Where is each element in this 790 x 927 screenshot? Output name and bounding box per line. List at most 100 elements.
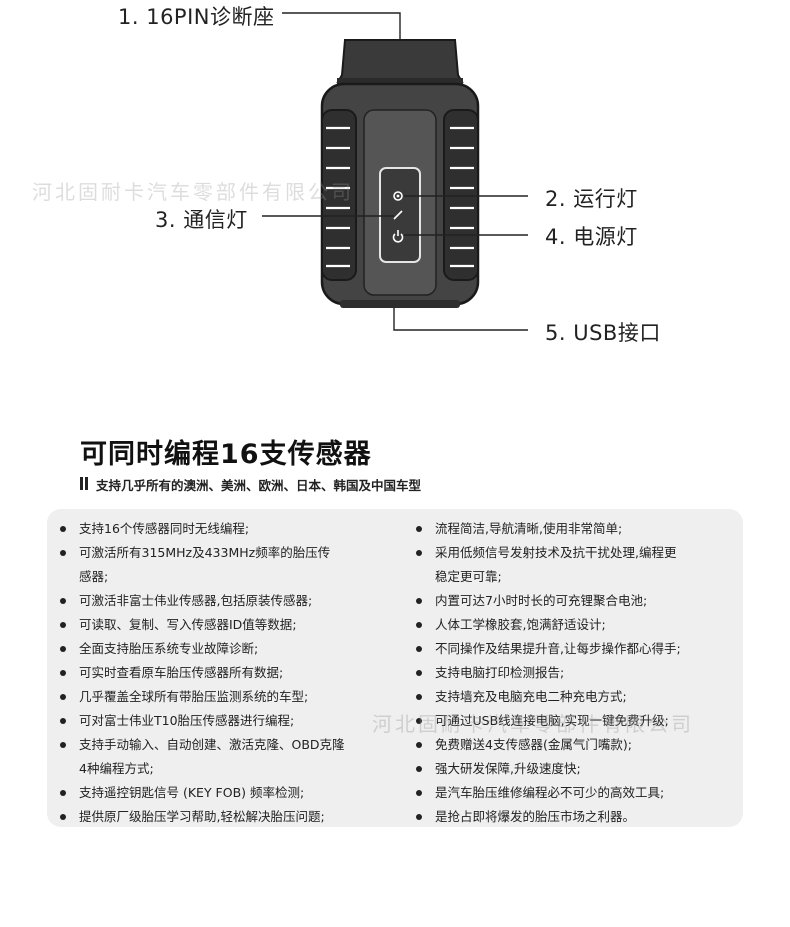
bullet-icon xyxy=(60,790,66,796)
feature-column-right: 流程简洁,导航清晰,使用非常简单; 采用低频信号发射技术及抗干扰处理,编程更稳定更… xyxy=(413,517,735,829)
watermark: 河北固耐卡汽车零部件有限公司 xyxy=(32,180,354,204)
subtitle-marker xyxy=(80,477,83,490)
feature-item: 全面支持胎压系统专业故障诊断; xyxy=(57,637,387,661)
feature-item: 支持手动输入、自动创建、激活克隆、OBD克隆 4种编程方式; xyxy=(57,733,387,781)
feature-item: 免费赠送4支传感器(金属气门嘴款); xyxy=(413,733,735,757)
feature-item: 可读取、复制、写入传感器ID值等数据; xyxy=(57,613,387,637)
bullet-icon xyxy=(60,598,66,604)
feature-item: 是抢占即将爆发的胎压市场之利器。 xyxy=(413,805,735,829)
bullet-icon xyxy=(416,526,422,532)
feature-text-line: 是汽车胎压维修编程必不可少的高效工具; xyxy=(435,785,665,800)
bullet-icon xyxy=(416,814,422,820)
feature-text-line: 免费赠送4支传感器(金属气门嘴款); xyxy=(435,737,632,752)
feature-item: 可实时查看原车胎压传感器所有数据; xyxy=(57,661,387,685)
bullet-icon xyxy=(416,718,422,724)
callout-run-led: 2. 运行灯 xyxy=(545,187,638,211)
feature-text-line: 感器; xyxy=(79,569,109,584)
feature-item: 支持16个传感器同时无线编程; xyxy=(57,517,387,541)
obd-device-illustration xyxy=(262,12,528,331)
bullet-icon xyxy=(60,622,66,628)
feature-text-line: 可读取、复制、写入传感器ID值等数据; xyxy=(79,617,297,632)
feature-text-line: 可通过USB线连接电脑,实现一键免费升级; xyxy=(435,713,669,728)
feature-text-line: 稳定更可靠; xyxy=(435,569,502,584)
feature-text-line: 支持墙充及电脑充电二种充电方式; xyxy=(435,689,627,704)
bullet-icon xyxy=(416,598,422,604)
bullet-icon xyxy=(416,694,422,700)
obd-connector-head xyxy=(336,39,464,83)
feature-item: 是汽车胎压维修编程必不可少的高效工具; xyxy=(413,781,735,805)
bullet-icon xyxy=(60,670,66,676)
feature-item: 内置可达7小时时长的可充锂聚合电池; xyxy=(413,589,735,613)
feature-text-line: 采用低频信号发射技术及抗干扰处理,编程更 xyxy=(435,545,677,560)
bullet-icon xyxy=(416,790,422,796)
bullet-icon xyxy=(416,622,422,628)
feature-list-panel: 支持16个传感器同时无线编程; 可激活所有315MHz及433MHz频率的胎压传感… xyxy=(47,509,743,827)
feature-text-line: 强大研发保障,升级速度快; xyxy=(435,761,581,776)
callout-comm-led: 3. 通信灯 xyxy=(155,208,248,232)
bullet-icon xyxy=(416,550,422,556)
left-grip-ridges xyxy=(326,126,350,268)
feature-item: 支持电脑打印检测报告; xyxy=(413,661,735,685)
bullet-icon xyxy=(416,646,422,652)
usb-ledge xyxy=(340,300,460,308)
feature-item: 可激活非富士伟业传感器,包括原装传感器; xyxy=(57,589,387,613)
bullet-icon xyxy=(416,742,422,748)
run-led-icon xyxy=(393,191,403,201)
feature-text-line: 不同操作及结果提升音,让每步操作都心得手; xyxy=(435,641,681,656)
led-window xyxy=(379,167,421,263)
feature-item: 强大研发保障,升级速度快; xyxy=(413,757,735,781)
right-grip xyxy=(443,109,479,281)
right-grip-ridges xyxy=(450,126,474,268)
feature-text-line: 人体工学橡胶套,饱满舒适设计; xyxy=(435,617,606,632)
left-grip xyxy=(321,109,357,281)
bullet-icon xyxy=(60,742,66,748)
feature-text-line: 是抢占即将爆发的胎压市场之利器。 xyxy=(435,809,636,824)
subtitle-marker xyxy=(85,477,88,490)
feature-text-line: 4种编程方式; xyxy=(79,761,154,776)
callout-power-led: 4. 电源灯 xyxy=(545,225,638,249)
callout-obd-port: 1. 16PIN诊断座 xyxy=(118,5,275,29)
bullet-icon xyxy=(60,526,66,532)
feature-text-line: 可激活非富士伟业传感器,包括原装传感器; xyxy=(79,593,313,608)
bullet-icon xyxy=(60,814,66,820)
watermark: 河北固耐卡汽车零部件有限公司 xyxy=(372,712,694,736)
feature-item: 提供原厂级胎压学习帮助,轻松解决胎压问题; xyxy=(57,805,387,829)
section-subtitle: 支持几乎所有的澳洲、美洲、欧洲、日本、韩国及中国车型 xyxy=(96,478,422,493)
feature-item: 可对富士伟业T10胎压传感器进行编程; xyxy=(57,709,387,733)
leader-line-5 xyxy=(393,308,528,331)
feature-column-left: 支持16个传感器同时无线编程; 可激活所有315MHz及433MHz频率的胎压传感… xyxy=(57,517,387,829)
bullet-icon xyxy=(60,718,66,724)
feature-text-line: 支持遥控钥匙信号 (KEY FOB) 频率检测; xyxy=(79,785,305,800)
feature-text-line: 支持16个传感器同时无线编程; xyxy=(79,521,250,536)
feature-text-line: 可激活所有315MHz及433MHz频率的胎压传 xyxy=(79,545,331,560)
feature-item: 人体工学橡胶套,饱满舒适设计; xyxy=(413,613,735,637)
feature-item: 可通过USB线连接电脑,实现一键免费升级; xyxy=(413,709,735,733)
feature-item: 支持墙充及电脑充电二种充电方式; xyxy=(413,685,735,709)
feature-item: 可激活所有315MHz及433MHz频率的胎压传感器; xyxy=(57,541,387,589)
feature-text-line: 支持电脑打印检测报告; xyxy=(435,665,565,680)
device-diagram: 河北固耐卡汽车零部件有限公司 1. 16PIN诊断座 2. 运行灯 3. 通信灯… xyxy=(0,0,790,370)
feature-item: 采用低频信号发射技术及抗干扰处理,编程更稳定更可靠; xyxy=(413,541,735,589)
bullet-icon xyxy=(60,550,66,556)
feature-item: 不同操作及结果提升音,让每步操作都心得手; xyxy=(413,637,735,661)
feature-text-line: 几乎覆盖全球所有带胎压监测系统的车型; xyxy=(79,689,309,704)
section-title: 可同时编程16支传感器 xyxy=(80,439,372,470)
feature-item: 流程简洁,导航清晰,使用非常简单; xyxy=(413,517,735,541)
feature-text-line: 全面支持胎压系统专业故障诊断; xyxy=(79,641,259,656)
feature-text-line: 可实时查看原车胎压传感器所有数据; xyxy=(79,665,284,680)
feature-text-line: 内置可达7小时时长的可充锂聚合电池; xyxy=(435,593,648,608)
leader-line-1 xyxy=(282,12,401,40)
power-led-icon xyxy=(392,230,404,243)
bullet-icon xyxy=(60,646,66,652)
callout-usb-port: 5. USB接口 xyxy=(545,321,661,345)
feature-text-line: 可对富士伟业T10胎压传感器进行编程; xyxy=(79,713,295,728)
comm-led-icon xyxy=(393,210,403,220)
bullet-icon xyxy=(416,766,422,772)
feature-item: 支持遥控钥匙信号 (KEY FOB) 频率检测; xyxy=(57,781,387,805)
bullet-icon xyxy=(60,694,66,700)
feature-text-line: 提供原厂级胎压学习帮助,轻松解决胎压问题; xyxy=(79,809,325,824)
bullet-icon xyxy=(416,670,422,676)
feature-item: 几乎覆盖全球所有带胎压监测系统的车型; xyxy=(57,685,387,709)
feature-text-line: 流程简洁,导航清晰,使用非常简单; xyxy=(435,521,623,536)
feature-text-line: 支持手动输入、自动创建、激活克隆、OBD克隆 xyxy=(79,737,345,752)
